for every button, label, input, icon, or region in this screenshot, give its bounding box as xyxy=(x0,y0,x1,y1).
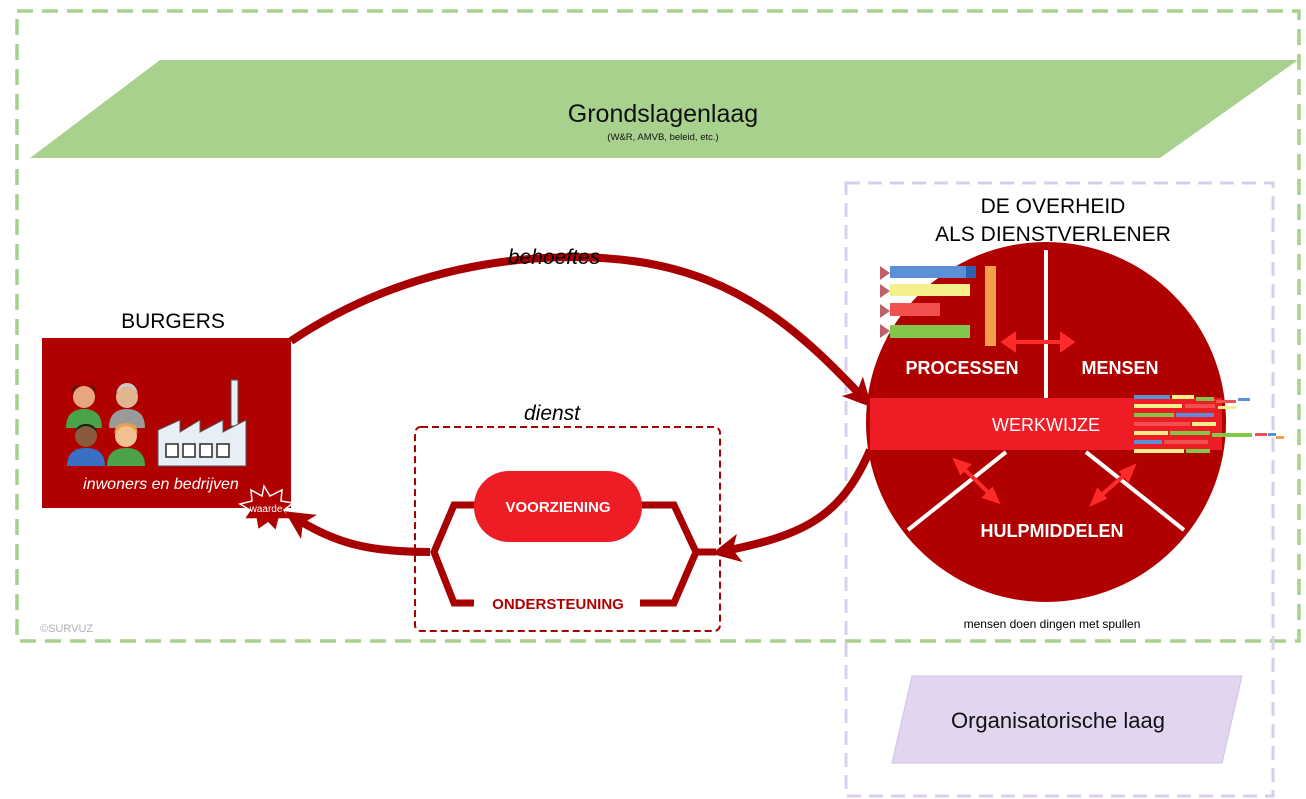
foundation-layer-shape xyxy=(30,60,1298,158)
foundation-frame xyxy=(15,9,1301,643)
segment-processes: PROCESSEN xyxy=(905,358,1018,378)
relation-arrows xyxy=(952,331,1137,507)
provision-pill xyxy=(474,471,642,542)
service-title: dienst xyxy=(524,402,581,425)
segment-method: WERKWIJZE xyxy=(992,415,1100,435)
circle-dividers xyxy=(906,250,1186,532)
service-arrow xyxy=(711,448,874,563)
organizational-layer-title: Organisatorische laag xyxy=(951,708,1165,733)
needs-label: behoeftes xyxy=(508,246,601,269)
service-frame xyxy=(414,426,721,632)
government-footer: mensen doen dingen met spullen xyxy=(964,617,1141,631)
value-star-badge xyxy=(238,483,295,533)
support-label: ONDERSTEUNING xyxy=(492,596,624,613)
organizational-layer-shape xyxy=(891,675,1243,764)
foundation-layer-subtitle: (W&R, AMVB, beleid, etc.) xyxy=(607,132,718,143)
citizens-caption: inwoners en bedrijven xyxy=(83,476,239,493)
segment-people: MENSEN xyxy=(1081,358,1158,378)
value-arrow xyxy=(284,511,431,556)
factory-icon xyxy=(157,379,247,467)
process-chart-icon xyxy=(880,266,996,346)
method-stripes-icon xyxy=(1134,395,1284,453)
foundation-layer-title: Grondslagenlaag xyxy=(568,100,758,128)
people-icon xyxy=(66,383,145,466)
government-title-line1: DE OVERHEID xyxy=(981,195,1126,218)
provision-label: VOORZIENING xyxy=(505,499,610,516)
government-title-line2: ALS DIENSTVERLENER xyxy=(935,223,1171,246)
value-star-label: waarde xyxy=(249,504,283,515)
copyright-text: ©SURVUZ xyxy=(40,623,93,635)
citizens-title: BURGERS xyxy=(121,310,225,333)
needs-arrow xyxy=(288,253,872,408)
service-connector xyxy=(430,501,716,607)
segment-tools: HULPMIDDELEN xyxy=(981,521,1124,541)
